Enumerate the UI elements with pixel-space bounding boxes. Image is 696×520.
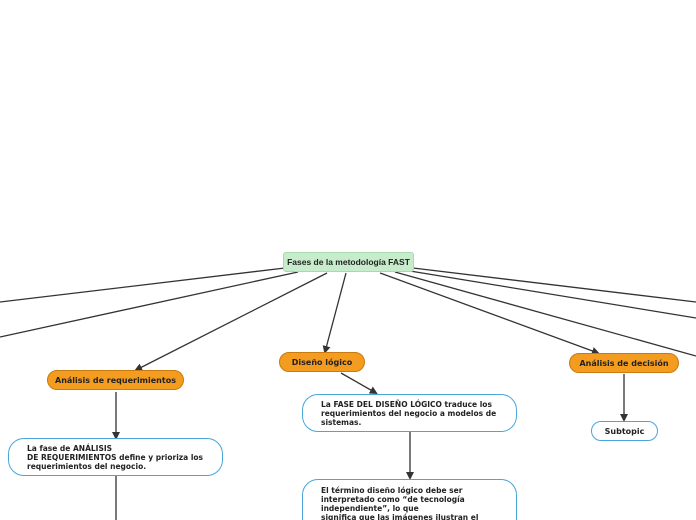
edge-to-diseno-logico bbox=[322, 272, 347, 354]
subtopic-node[interactable]: Subtopic bbox=[591, 421, 658, 441]
phase-diseno-logico[interactable]: Diseño lógico bbox=[279, 352, 365, 372]
central-topic-label: Fases de la metodología FAST bbox=[287, 257, 410, 267]
edge-offscreen-left-2 bbox=[0, 271, 299, 338]
phase-label: Diseño lógico bbox=[291, 357, 353, 367]
edge-offscreen-right-1 bbox=[412, 267, 696, 303]
edge-to-analisis-decision bbox=[379, 272, 600, 355]
detail-text: La FASE DEL DISEÑO LÓGICO traduce los re… bbox=[321, 399, 497, 427]
detail-text: La fase de ANÁLISIS DE REQUERIMIENTOS de… bbox=[27, 443, 204, 471]
detail-diseno-logico-termino[interactable]: El término diseño lógico debe ser interp… bbox=[302, 479, 517, 520]
phase-analisis-requerimientos[interactable]: Análisis de requerimientos bbox=[47, 370, 184, 390]
subtopic-label: Subtopic bbox=[604, 426, 645, 436]
edge-offscreen-right-2 bbox=[409, 270, 696, 319]
edge-offscreen-left-1 bbox=[0, 267, 286, 303]
detail-diseno-logico[interactable]: La FASE DEL DISEÑO LÓGICO traduce los re… bbox=[302, 394, 517, 432]
phase-label: Análisis de decisión bbox=[579, 358, 669, 368]
central-topic[interactable]: Fases de la metodología FAST bbox=[283, 252, 414, 272]
edge-offscreen-right-3 bbox=[394, 271, 696, 357]
detail-text: El término diseño lógico debe ser interp… bbox=[321, 486, 479, 520]
edge-diseno-to-detail bbox=[340, 372, 378, 394]
edge-to-analisis-requerimientos bbox=[134, 272, 328, 371]
detail-analisis-requerimientos[interactable]: La fase de ANÁLISIS DE REQUERIMIENTOS de… bbox=[8, 438, 223, 476]
phase-label: Análisis de requerimientos bbox=[55, 375, 176, 385]
phase-analisis-decision[interactable]: Análisis de decisión bbox=[569, 353, 679, 373]
